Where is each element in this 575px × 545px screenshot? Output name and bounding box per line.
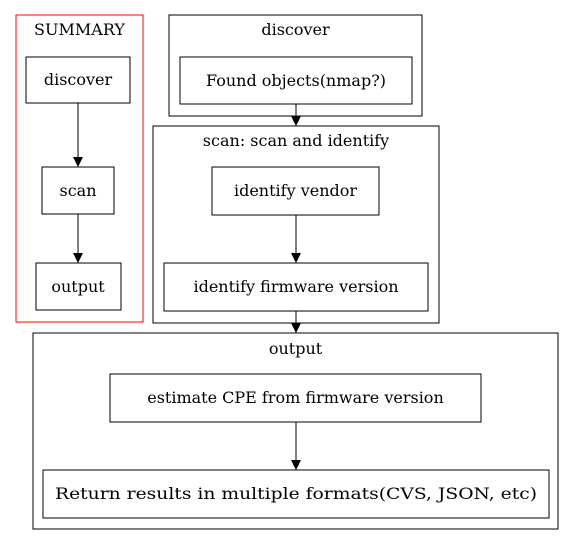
scan-cluster: scan: scan and identify identify vendor … — [152, 125, 440, 324]
summary-node-output-label: output — [51, 277, 105, 296]
node-identify-vendor-label: identify vendor — [234, 181, 357, 200]
summary-node-discover-label: discover — [44, 70, 113, 89]
summary-node-output: output — [35, 262, 122, 311]
node-identify-vendor: identify vendor — [211, 166, 380, 216]
summary-cluster-border — [15, 14, 144, 323]
summary-node-scan-label: scan — [59, 181, 96, 200]
node-identify-firmware: identify firmware version — [163, 262, 429, 312]
node-estimate-cpe-label: estimate CPE from firmware version — [147, 388, 444, 407]
node-found-objects-label: Found objects(nmap?) — [206, 71, 386, 90]
node-return-results: Return results in multiple formats(CVS, … — [42, 469, 550, 519]
node-estimate-cpe: estimate CPE from firmware version — [109, 373, 482, 423]
discover-cluster: discover Found objects(nmap?) — [168, 14, 423, 117]
discover-cluster-title: discover — [261, 20, 330, 39]
output-cluster: output estimate CPE from firmware versio… — [32, 332, 559, 530]
summary-node-scan: scan — [41, 166, 115, 215]
node-return-results-label: Return results in multiple formats(CVS, … — [55, 484, 537, 503]
output-cluster-border — [32, 332, 559, 530]
node-found-objects: Found objects(nmap?) — [179, 56, 413, 105]
node-identify-firmware-label: identify firmware version — [193, 277, 398, 296]
output-cluster-title: output — [269, 339, 323, 358]
summary-cluster: SUMMARY discover scan output — [15, 14, 144, 323]
scan-cluster-title: scan: scan and identify — [203, 131, 389, 150]
summary-node-discover: discover — [25, 56, 131, 104]
summary-cluster-title: SUMMARY — [34, 20, 125, 39]
